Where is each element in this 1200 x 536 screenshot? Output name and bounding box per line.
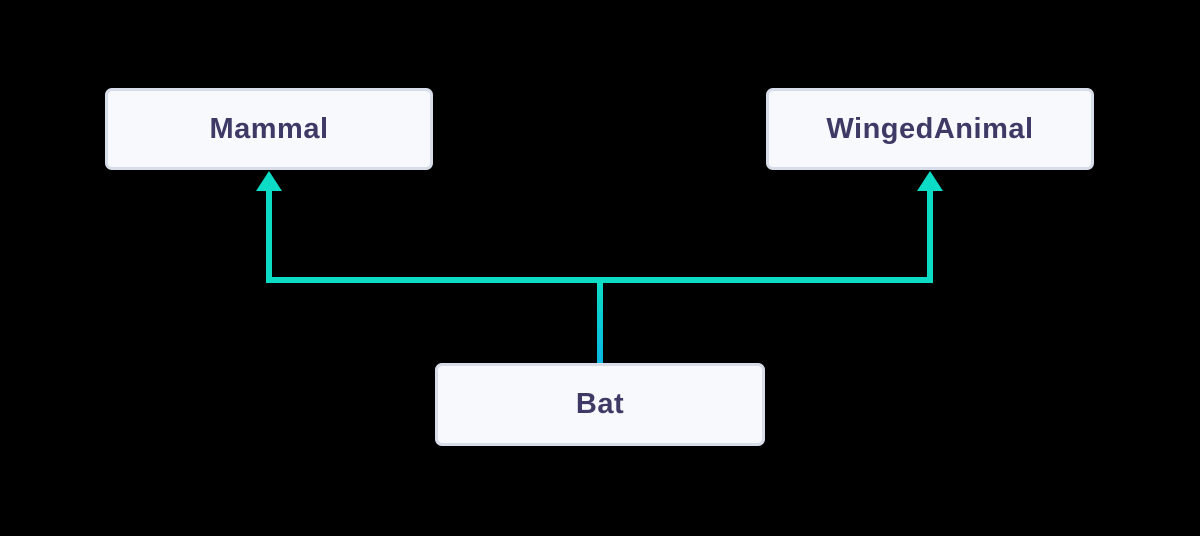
edge-bat-stem-line [597, 282, 603, 363]
node-winged-animal-label: WingedAnimal [826, 112, 1034, 145]
node-winged-animal: WingedAnimal [766, 88, 1094, 170]
arrowhead-up-mammal-icon [256, 171, 282, 191]
edge-bat-to-wingedanimal-line [927, 189, 933, 283]
arrowhead-up-wingedanimal-icon [917, 171, 943, 191]
edge-horizontal-connector [266, 277, 933, 283]
node-bat: Bat [435, 363, 765, 446]
edge-bat-to-mammal-line [266, 189, 272, 283]
node-bat-label: Bat [575, 388, 625, 420]
node-mammal: Mammal [105, 88, 433, 170]
node-mammal-label: Mammal [209, 112, 329, 145]
